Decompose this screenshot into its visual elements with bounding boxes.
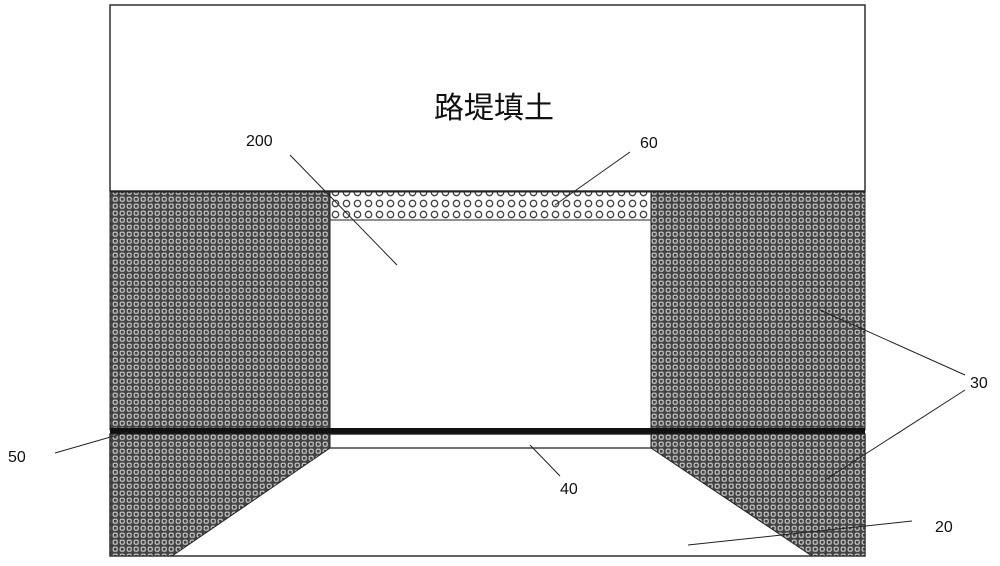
- left-side-fill: [109, 191, 331, 431]
- leader-line-interlayer: [529, 444, 561, 477]
- label-cap: 60: [640, 135, 658, 152]
- right-lower-wedge: [650, 433, 866, 557]
- label-foundation: 20: [935, 519, 953, 536]
- leader-line-membrane: [54, 431, 129, 454]
- leader-line-side-fill-lower: [824, 389, 966, 481]
- cap-layer: [329, 191, 652, 221]
- right-side-fill: [650, 191, 866, 431]
- leader-line-opening: [289, 154, 398, 266]
- horizontal-membrane: [110, 428, 865, 434]
- central-opening: [329, 219, 652, 431]
- embankment-fill-region: [109, 4, 866, 192]
- leader-line-side-fill-upper: [819, 309, 966, 376]
- label-opening: 200: [246, 133, 273, 150]
- embankment-fill-label: 路堤填土: [434, 91, 554, 126]
- label-interlayer: 40: [560, 481, 578, 498]
- leader-line-cap: [554, 151, 631, 206]
- left-lower-wedge: [109, 433, 331, 557]
- label-membrane: 50: [8, 449, 26, 466]
- leader-line-foundation: [687, 520, 913, 546]
- label-side-fill: 30: [970, 375, 988, 392]
